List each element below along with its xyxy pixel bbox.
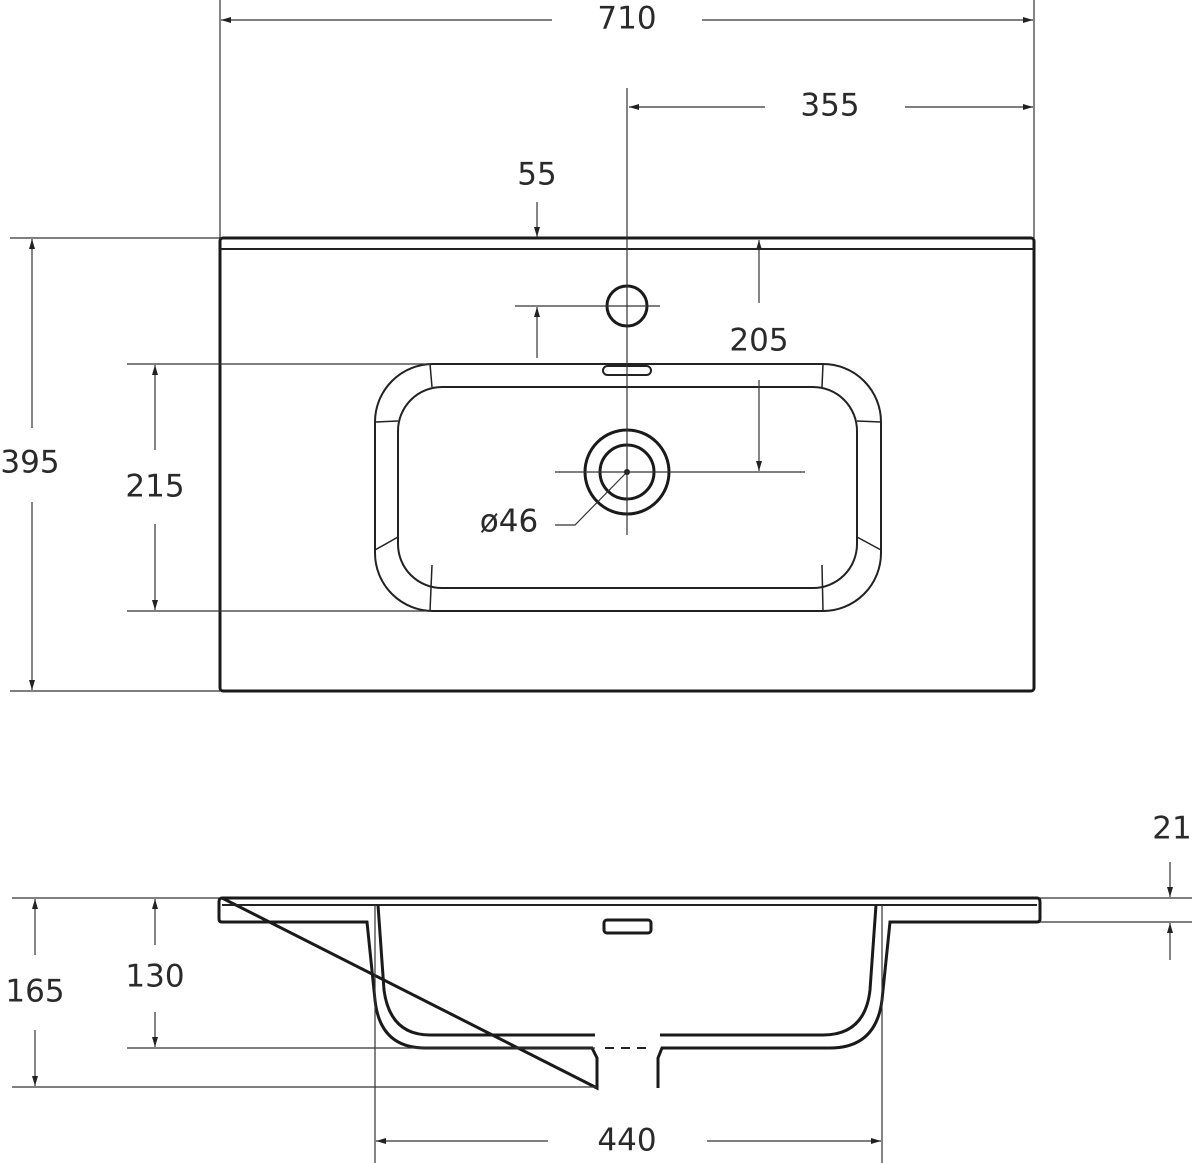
- sink-profile-outer: [217, 896, 1042, 1091]
- basin-outer-rim: [374, 363, 882, 612]
- bowl-width-dimension: 440: [597, 1123, 656, 1159]
- sink-profile-inner: [376, 904, 878, 1037]
- overflow-hole-side: [602, 918, 653, 935]
- diameter-leader: [555, 473, 626, 526]
- slab-thickness-dimension: 21: [1152, 811, 1191, 847]
- drain-diameter-dimension: ø46: [480, 504, 538, 540]
- half-width-dimension: 355: [800, 88, 859, 124]
- bowl-length-dimension: 215: [125, 469, 184, 505]
- total-height-dimension: 165: [5, 974, 64, 1010]
- top-view: 710 355 55 205 395 215 ø46: [0, 0, 1036, 693]
- drain-offset-dimension: 205: [729, 323, 788, 359]
- depth-dimension: 395: [0, 445, 59, 481]
- width-dimension: 710: [597, 1, 656, 37]
- side-extension-lines: [12, 897, 1192, 1163]
- basin-segment-lines: [374, 363, 882, 612]
- extension-lines: [10, 0, 1035, 692]
- side-view: 21 165 130 440: [5, 811, 1192, 1163]
- faucet-offset-dimension: 55: [517, 157, 556, 193]
- bowl-depth-dimension: 130: [125, 959, 184, 995]
